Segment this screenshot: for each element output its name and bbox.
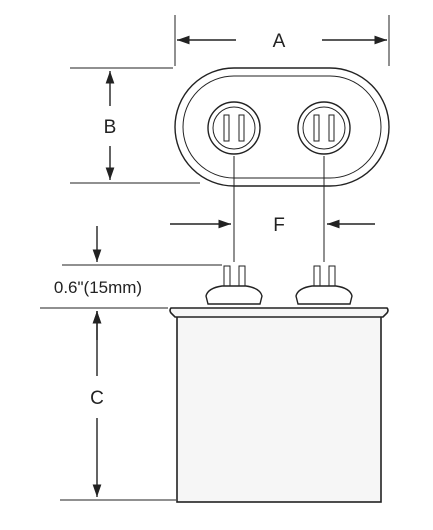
top-view [174,67,390,187]
dimension-a: A [174,15,390,66]
top-view-inner-oval [182,75,382,179]
dimension-a-label: A [273,31,286,52]
left-terminal-top [207,101,261,155]
dimension-b-label: B [104,117,117,138]
capacitor-lid [169,307,389,318]
top-view-outer-oval [174,67,390,187]
dimension-f: F [170,156,375,262]
dimension-b: B [70,67,200,184]
right-terminal-side [295,265,353,305]
side-view [169,265,389,503]
capacitor-can-body [176,315,382,503]
dimension-terminal-height-label: 0.6"(15mm) [54,278,142,297]
left-terminal-side [205,265,263,305]
dimension-c: C [60,311,176,501]
dimension-c-label: C [90,388,104,409]
dimension-f-label: F [273,215,285,236]
right-terminal-top [297,101,351,155]
dimension-terminal-height: 0.6"(15mm) [40,226,222,340]
